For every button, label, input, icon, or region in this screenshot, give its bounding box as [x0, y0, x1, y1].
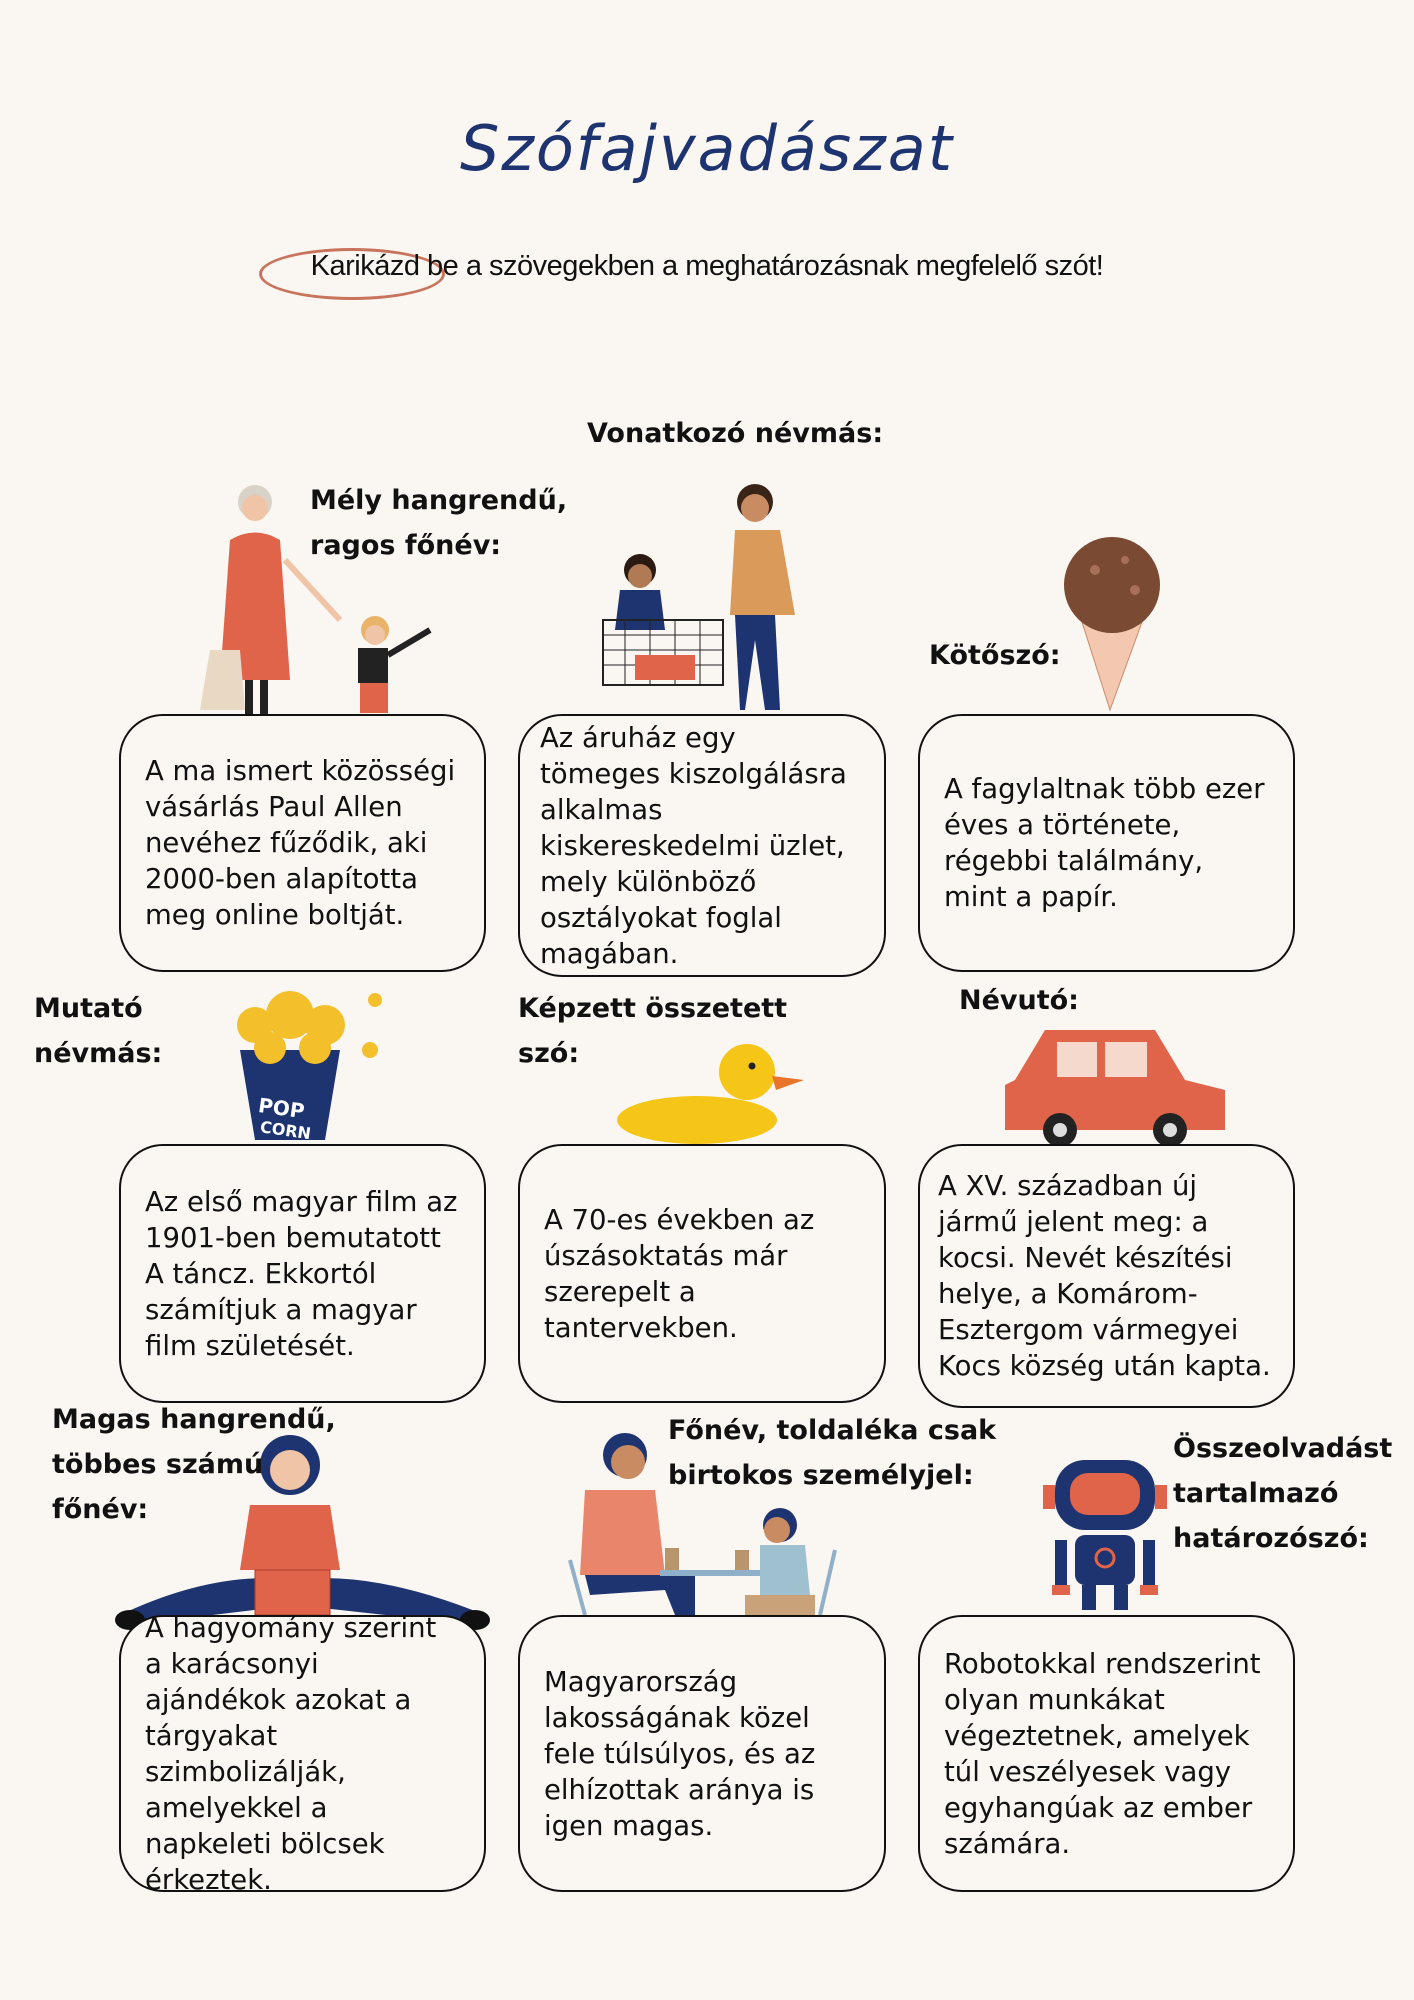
- task-label-9: Összeolvadást tartalmazó határozószó:: [1173, 1433, 1393, 1554]
- task-text-5[interactable]: A 70-es években az úszásoktatás már szer…: [544, 1203, 815, 1344]
- grandmother-child-illustration: [200, 485, 432, 715]
- task-label-8: Főnév, toldaléka csak birtokos személyje…: [668, 1415, 997, 1491]
- task-label-3: Kötőszó:: [929, 640, 1061, 671]
- task-text-4[interactable]: Az első magyar film az 1901-ben bemutato…: [145, 1185, 458, 1362]
- task-text-box-7[interactable]: A hagyomány szerint a karácsonyi ajándék…: [119, 1612, 486, 1896]
- task-label-6: Névutó:: [959, 985, 1079, 1016]
- rubber-duck-illustration: [617, 1044, 804, 1144]
- task-text-9[interactable]: Robotokkal rendszerint olyan munkákat vé…: [944, 1647, 1261, 1860]
- task-text-box-5[interactable]: A 70-es években az úszásoktatás már szer…: [518, 1144, 886, 1403]
- task-text-1[interactable]: A ma ismert közösségi vásárlás Paul Alle…: [145, 755, 456, 931]
- task-text-box-1[interactable]: A ma ismert közösségi vásárlás Paul Alle…: [119, 714, 486, 972]
- task-text-box-9[interactable]: Robotokkal rendszerint olyan munkákat vé…: [918, 1615, 1295, 1892]
- task-label-4: Mutató névmás:: [34, 993, 163, 1069]
- task-label-7: Magas hangrendű, többes számú főnév:: [52, 1404, 336, 1525]
- cafe-table-illustration: [568, 1433, 837, 1616]
- task-label-2: Vonatkozó névmás:: [587, 418, 884, 449]
- girl-with-gift-illustration: [115, 1435, 490, 1630]
- page-title: Szófajvadászat: [459, 112, 955, 185]
- shopping-cart-illustration: [602, 484, 795, 710]
- task-text-6[interactable]: A XV. században új jármű jelent meg: a k…: [938, 1170, 1271, 1382]
- task-text-2[interactable]: Az áruház egy tömeges kiszolgálásra alka…: [540, 721, 847, 970]
- task-label-5: Képzett összetett szó:: [518, 993, 788, 1069]
- task-text-3[interactable]: A fagylaltnak több ezer éves a története…: [944, 773, 1265, 913]
- task-text-8[interactable]: Magyarország lakosságának közel fele túl…: [544, 1665, 816, 1842]
- task-text-7[interactable]: A hagyomány szerint a karácsonyi ajándék…: [145, 1611, 437, 1896]
- task-label-1: Mély hangrendű, ragos főnév:: [310, 485, 568, 561]
- task-text-box-4[interactable]: Az első magyar film az 1901-ben bemutato…: [119, 1144, 486, 1403]
- car-illustration: [1005, 1030, 1225, 1147]
- instruction: Karikázd be a szövegekben a meghatározás…: [0, 250, 1414, 283]
- task-text-box-3[interactable]: A fagylaltnak több ezer éves a története…: [918, 714, 1295, 972]
- popcorn-illustration: POP CORN: [237, 991, 382, 1143]
- instruction-circled-words: Karikázd be: [310, 250, 459, 282]
- instruction-circle-mark: [259, 248, 445, 300]
- task-text-box-2[interactable]: Az áruház egy tömeges kiszolgálásra alka…: [518, 714, 886, 977]
- robot-illustration: [1043, 1460, 1167, 1610]
- ice-cream-illustration: [1064, 537, 1160, 712]
- task-text-box-8[interactable]: Magyarország lakosságának közel fele túl…: [518, 1615, 886, 1892]
- task-text-box-6[interactable]: A XV. században új jármű jelent meg: a k…: [918, 1144, 1295, 1408]
- instruction-text: a szövegekben a meghatározásnak megfelel…: [458, 250, 1104, 282]
